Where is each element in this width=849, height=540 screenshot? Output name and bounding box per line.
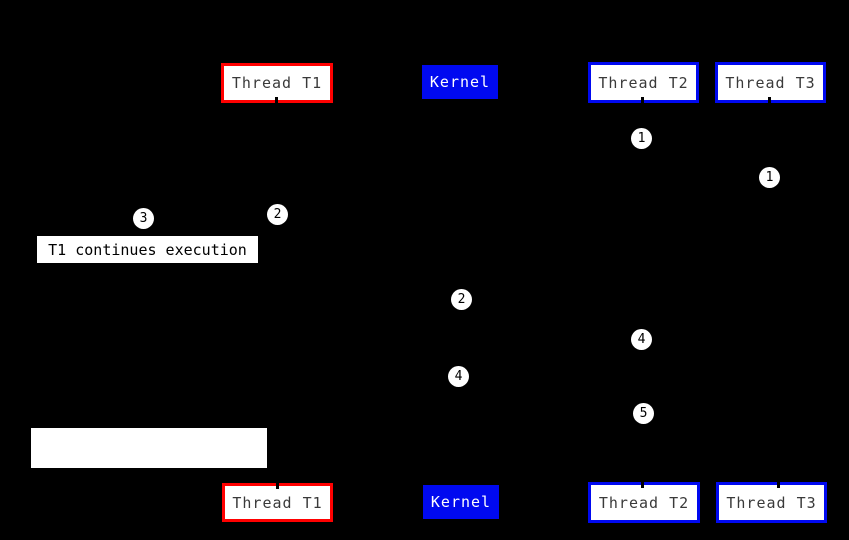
thread-t1-label-bottom: Thread T1 [232,493,323,512]
thread-t2-label-top: Thread T2 [598,73,689,92]
step-circle-2-under-t1: 2 [267,204,288,225]
thread-t3-box-top: Thread T3 [715,62,826,103]
thread-t3-label-bottom: Thread T3 [726,493,817,512]
step-number: 3 [139,211,148,226]
step-number: 1 [765,170,774,185]
blank-label-box [31,428,267,468]
thread-t1-box-top: Thread T1 [221,63,333,103]
arrowhead-tick [275,97,278,103]
t1-continues-execution-text: T1 continues execution [48,240,247,259]
step-circle-4-on-kernel-line: 4 [448,366,469,387]
step-circle-4-on-t2-line: 4 [631,329,652,350]
step-circle-1-under-t3: 1 [759,167,780,188]
step-circle-2-on-kernel-line: 2 [451,289,472,310]
thread-t2-box-bottom: Thread T2 [588,482,700,523]
step-number: 1 [637,131,646,146]
kernel-label-bottom: Kernel [430,493,492,511]
arrowhead-tick [768,97,771,103]
kernel-box-top: Kernel [422,65,498,99]
step-circle-3-near-t1-note: 3 [133,208,154,229]
step-circle-5-on-t2-line: 5 [633,403,654,424]
arrowhead-tick [777,482,780,488]
thread-t3-box-bottom: Thread T3 [716,482,827,523]
step-circle-1-under-t2: 1 [631,128,652,149]
thread-t3-label-top: Thread T3 [725,73,816,92]
thread-t1-label-top: Thread T1 [231,74,323,92]
kernel-label-top: Kernel [429,73,491,91]
arrowhead-tick [276,483,279,489]
step-number: 4 [454,369,463,384]
arrowhead-tick [641,97,644,103]
step-number: 2 [273,207,282,222]
thread-t2-label-bottom: Thread T2 [598,493,690,512]
step-number: 4 [637,332,646,347]
arrowhead-tick [641,482,644,488]
kernel-box-bottom: Kernel [423,485,499,519]
step-number: 5 [639,406,648,421]
t1-continues-execution-label: T1 continues execution [37,236,258,263]
step-number: 2 [457,292,466,307]
